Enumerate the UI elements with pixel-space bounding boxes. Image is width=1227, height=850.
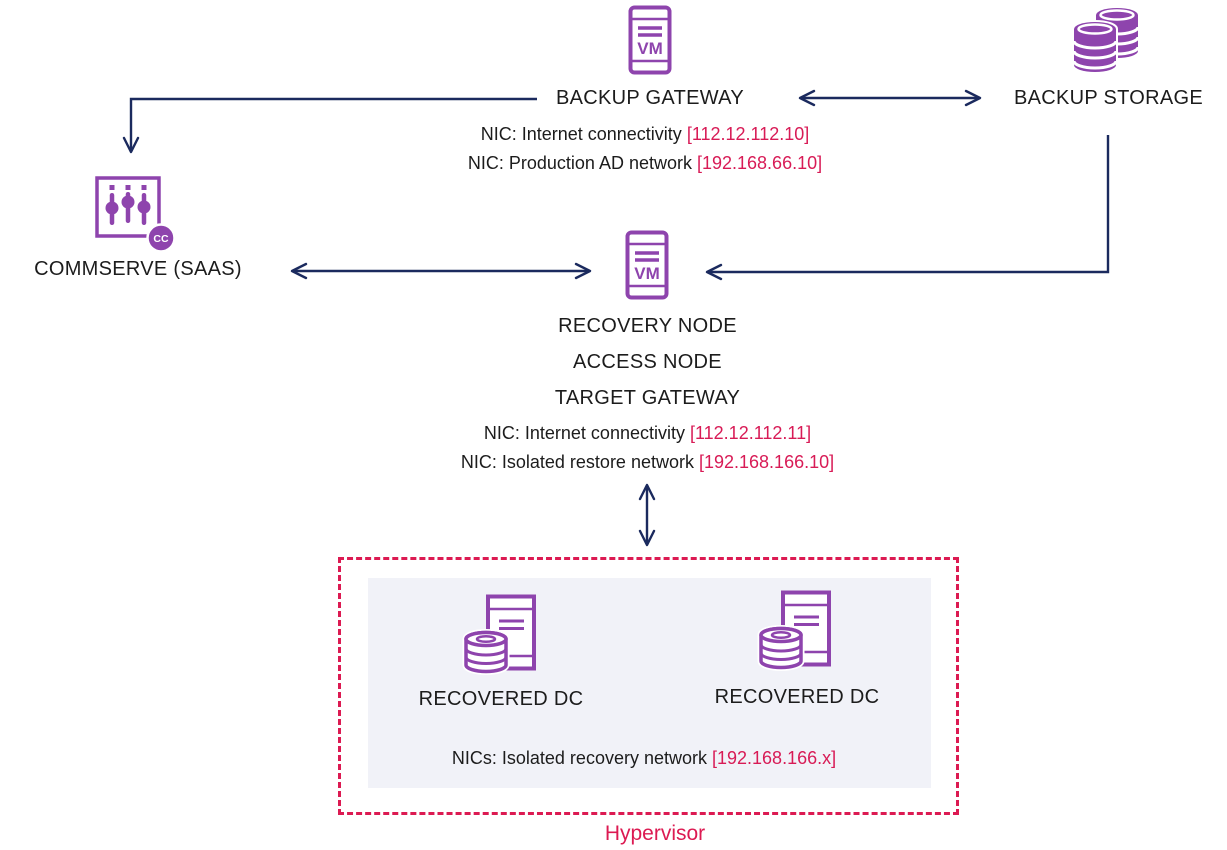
nic-line: NIC: Internet connectivity [112.12.112.1…	[390, 419, 905, 448]
nic-label: NIC: Isolated restore network	[460, 452, 699, 472]
nic-line: NIC: Isolated restore network [192.168.1…	[390, 448, 905, 477]
hypervisor-label: Hypervisor	[604, 822, 706, 845]
hypervisor-inner-panel	[368, 578, 931, 788]
recovered-dc-icon-right	[757, 590, 831, 671]
recovery-node-title-line: RECOVERY NODE	[558, 315, 737, 337]
nic-ip: [192.168.66.10]	[696, 153, 823, 173]
vm-icon-recovery-node: VM	[625, 230, 669, 300]
nic-label: NIC: Production AD network	[467, 153, 697, 173]
nic-label: NICs: Isolated recovery network	[451, 748, 712, 768]
recovery-node-nics: NIC: Internet connectivity [112.12.112.1…	[390, 419, 905, 477]
recovery-node-title-line: ACCESS NODE	[573, 351, 722, 373]
commserve-title: COMMSERVE (SAAS)	[34, 258, 242, 280]
cc-badge-text: CC	[153, 233, 169, 245]
backup-gateway-title: BACKUP GATEWAY	[556, 87, 744, 109]
dc-database-cylinder	[757, 625, 805, 671]
recovered-dc-icon-left	[462, 594, 536, 675]
storage-icon-backup-storage	[1072, 8, 1140, 74]
recovered-dc-title-left: RECOVERED DC	[418, 688, 584, 710]
hypervisor-boundary-box	[338, 557, 959, 815]
nic-ip: [112.12.112.11]	[689, 423, 812, 443]
storage-cylinder-front	[1072, 20, 1118, 74]
nic-ip: [192.168.166.x]	[712, 748, 837, 768]
backup-storage-title: BACKUP STORAGE	[1013, 87, 1204, 109]
recovery-node-title-line: TARGET GATEWAY	[554, 387, 741, 409]
nic-line: NIC: Production AD network [192.168.66.1…	[390, 149, 900, 178]
nic-ip: [192.168.166.10]	[698, 452, 835, 472]
hypervisor-nics: NICs: Isolated recovery network [192.168…	[374, 744, 914, 773]
recovered-dc-title-right: RECOVERED DC	[714, 686, 880, 708]
recovery-node-titles: RECOVERY NODE ACCESS NODE TARGET GATEWAY	[510, 308, 785, 416]
nic-label: NIC: Internet connectivity	[480, 124, 687, 144]
nic-line: NICs: Isolated recovery network [192.168…	[374, 744, 914, 773]
commserve-icon: CC	[95, 176, 176, 253]
dc-database-cylinder	[462, 629, 510, 675]
vm-icon-backup-gateway: VM	[628, 5, 672, 75]
nic-label: NIC: Internet connectivity	[483, 423, 690, 443]
nic-ip: [112.12.112.10]	[686, 124, 810, 144]
cc-badge	[146, 223, 176, 253]
slider-controls	[105, 185, 151, 225]
nic-line: NIC: Internet connectivity [112.12.112.1…	[390, 120, 900, 149]
backup-gateway-nics: NIC: Internet connectivity [112.12.112.1…	[390, 120, 900, 178]
vm-icon-text: VM	[637, 39, 663, 58]
vm-icon-text: VM	[634, 264, 660, 283]
